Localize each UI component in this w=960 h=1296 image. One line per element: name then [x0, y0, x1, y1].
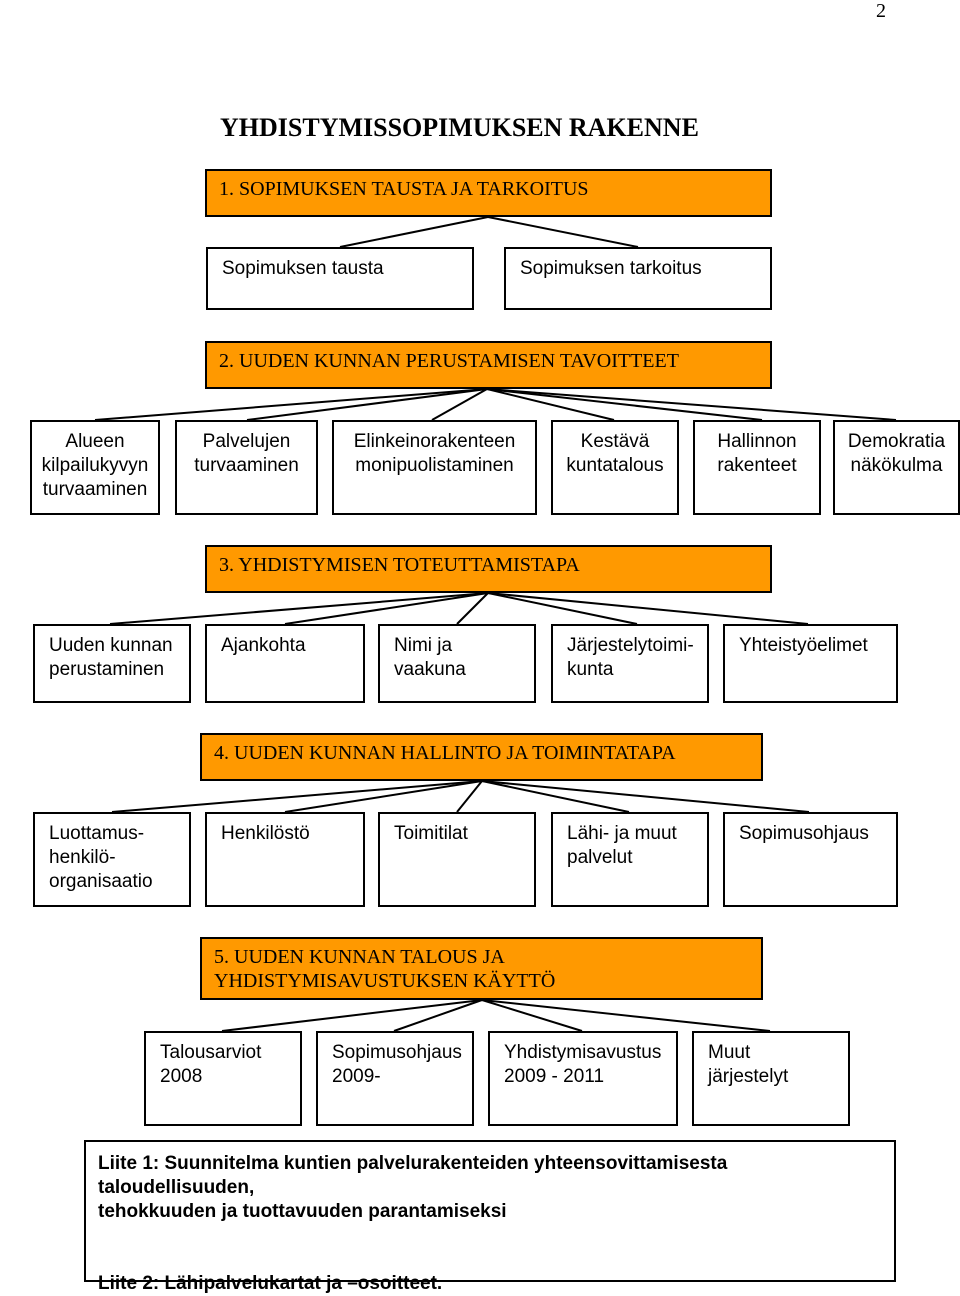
node-demokratia: Demokratia näkökulma	[833, 420, 960, 515]
section-3-heading: 3. YHDISTYMISEN TOTEUTTAMISTAPA	[205, 545, 772, 593]
node-henkilosto: Henkilöstö	[205, 812, 365, 907]
section-1-heading: 1. SOPIMUKSEN TAUSTA JA TARKOITUS	[205, 169, 772, 217]
connector-line	[339, 216, 489, 248]
node-alueen-kilpailukyky: Alueen kilpailukyvyn turvaaminen	[30, 420, 160, 515]
connector-line	[393, 999, 483, 1032]
section-4-heading: 4. UUDEN KUNNAN HALLINTO JA TOIMINTATAPA	[200, 733, 763, 781]
connector-line	[487, 216, 639, 248]
node-nimi-ja-vaakuna: Nimi ja vaakuna	[378, 624, 536, 703]
connector-line	[431, 388, 488, 421]
connector-line	[486, 388, 763, 421]
node-yhteistyoelimet: Yhteistyöelimet	[723, 624, 898, 703]
node-jarjestelytoimikunta: Järjestelytoimi- kunta	[551, 624, 709, 703]
connector-line	[221, 999, 483, 1032]
section-5-heading: 5. UUDEN KUNNAN TALOUS JA YHDISTYMISAVUS…	[200, 937, 763, 1000]
appendix-box: Liite 1: Suunnitelma kuntien palvelurake…	[84, 1140, 896, 1294]
node-muut-jarjestelyt: Muut järjestelyt	[692, 1031, 850, 1126]
node-sopimuksen-tarkoitus: Sopimuksen tarkoitus	[504, 247, 772, 310]
node-toimitilat: Toimitilat	[378, 812, 536, 907]
section-2-heading: 2. UUDEN KUNNAN PERUSTAMISEN TAVOITTEET	[205, 341, 772, 389]
page-title: YHDISTYMISSOPIMUKSEN RAKENNE	[220, 113, 699, 142]
node-sopimusohjaus-2009: Sopimusohjaus 2009-	[316, 1031, 474, 1126]
connector-line	[111, 780, 483, 813]
appendix-1-line-2: tehokkuuden ja tuottavuuden parantamisek…	[98, 1201, 507, 1222]
node-talousarviot: Talousarviot 2008	[144, 1031, 302, 1126]
connector-line	[246, 388, 488, 421]
connector-line	[284, 780, 483, 813]
page-number: 2	[876, 0, 886, 22]
appendix-1-line-1: Liite 1: Suunnitelma kuntien palvelurake…	[98, 1153, 728, 1198]
connector-line	[481, 999, 771, 1032]
appendix-2: Liite 2: Lähipalvelukartat ja –osoitteet…	[98, 1273, 443, 1294]
connector-line	[481, 780, 810, 813]
connector-line	[486, 388, 615, 421]
node-palvelujen-turvaaminen: Palvelujen turvaaminen	[175, 420, 318, 515]
connector-line	[94, 388, 488, 421]
connector-line	[487, 592, 638, 625]
connector-line	[486, 388, 897, 421]
connector-line	[456, 780, 483, 813]
node-sopimusohjaus: Sopimusohjaus	[723, 812, 898, 907]
node-yhdistymisavustus: Yhdistymisavustus 2009 - 2011	[488, 1031, 678, 1126]
connector-line	[481, 780, 630, 813]
connector-line	[284, 592, 489, 625]
connector-line	[456, 592, 489, 625]
node-lahi-ja-muut-palvelut: Lähi- ja muut palvelut	[551, 812, 709, 907]
connector-line	[487, 592, 809, 625]
node-uuden-kunnan-perustaminen: Uuden kunnan perustaminen	[33, 624, 191, 703]
node-luottamushenkiloorganisaatio: Luottamus- henkilö- organisaatio	[33, 812, 191, 907]
node-hallinnon-rakenteet: Hallinnon rakenteet	[693, 420, 821, 515]
node-elinkeinorakenne: Elinkeinorakenteen monipuolistaminen	[332, 420, 537, 515]
connector-line	[481, 999, 583, 1032]
connector-line	[109, 592, 489, 625]
node-sopimuksen-tausta: Sopimuksen tausta	[206, 247, 474, 310]
node-ajankohta: Ajankohta	[205, 624, 365, 703]
node-kestava-kuntatalous: Kestävä kuntatalous	[551, 420, 679, 515]
